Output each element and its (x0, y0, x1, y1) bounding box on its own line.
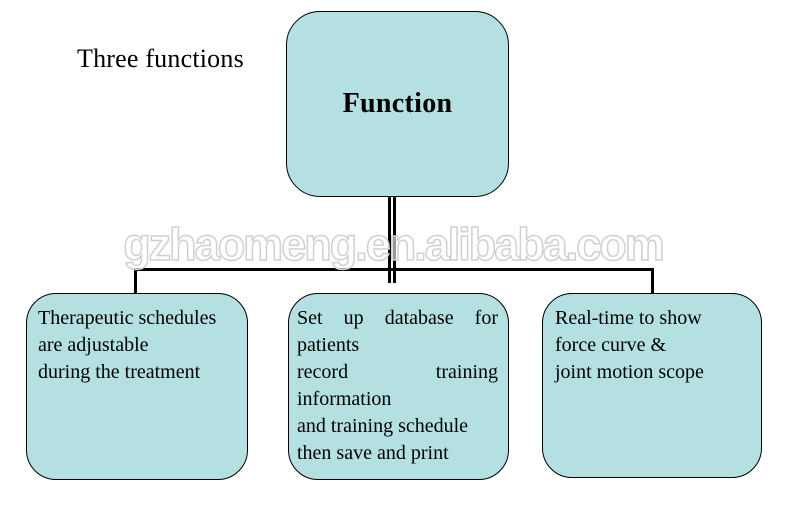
node-text-line: patients (297, 334, 360, 356)
watermark-text: gzhaomeng.en.alibaba.com (122, 218, 665, 271)
node-text-line: force curve & (555, 334, 667, 356)
root-node-function: Function (286, 11, 509, 197)
node-text-line: and training schedule (297, 415, 469, 437)
child-node-real-time-display: Real-time to show force curve & joint mo… (542, 293, 762, 478)
child-node-therapeutic-schedules: Therapeutic schedules are adjustable dur… (26, 293, 248, 480)
node-text-line: then save and print (297, 442, 449, 464)
node-text-line: Real-time to show (555, 307, 702, 329)
connector-bracket (134, 268, 654, 294)
node-text-line: joint motion scope (555, 361, 704, 383)
node-text-line: information (297, 388, 392, 410)
child-node-patient-database: Set up database for patients record trai… (288, 293, 509, 480)
node-text-line: Set up database for (297, 307, 498, 329)
diagram-title: Three functions (77, 44, 244, 73)
node-text-line: during the treatment (38, 361, 201, 383)
node-text-line: record training (297, 361, 498, 383)
node-text-line: are adjustable (38, 334, 149, 356)
root-node-label: Function (342, 88, 453, 119)
node-text-line: Therapeutic schedules (38, 307, 217, 329)
connector-double-vertical-line (388, 196, 396, 283)
